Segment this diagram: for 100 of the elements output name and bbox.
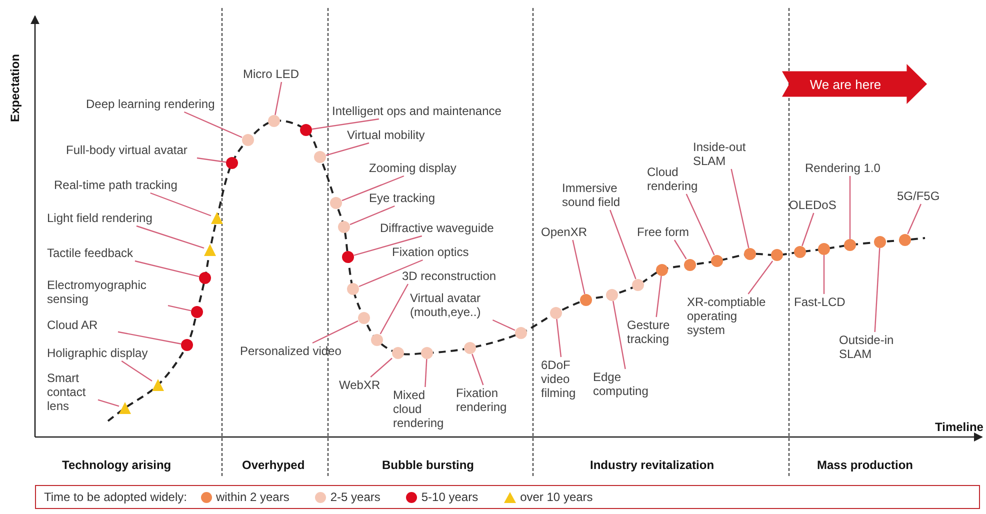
phase-label: Bubble bursting (382, 458, 474, 472)
leader-line (674, 240, 687, 260)
technology-label: 5G/F5G (897, 189, 952, 203)
leader-line (849, 176, 851, 239)
timing-dot (606, 289, 618, 301)
leader-line (802, 212, 814, 246)
technology-label: Fixation rendering (456, 386, 521, 414)
timing-dot (330, 197, 342, 209)
technology-label: Immersive sound field (562, 181, 647, 209)
leader-line (312, 320, 358, 344)
technology-label: Free form (637, 225, 702, 239)
technology-label: XR-comptiable operating system (687, 295, 777, 337)
leader-line (907, 204, 922, 234)
technology-label: 3D reconstruction (402, 269, 522, 283)
technology-label: Electromyographic sensing (47, 278, 167, 306)
timing-dot (371, 334, 383, 346)
technology-label: Virtual mobility (347, 128, 447, 142)
timing-dot (844, 239, 856, 251)
phase-label: Technology arising (62, 458, 172, 472)
leader-line (556, 318, 562, 358)
technology-label: Virtual avatar (mouth,eye..) (410, 291, 510, 319)
leader-line (686, 194, 715, 256)
technology-label: Cloud AR (47, 318, 117, 332)
phase-label: Mass production (817, 458, 914, 472)
technology-label: OpenXR (541, 225, 601, 239)
timing-dot (358, 312, 370, 324)
leader-line (823, 255, 825, 294)
technology-label: Fast-LCD (794, 295, 854, 309)
technology-label: Full-body virtual avatar (66, 143, 216, 157)
timing-dot (347, 283, 359, 295)
technology-label: Edge computing (593, 370, 663, 398)
timing-dot (874, 236, 886, 248)
timing-triangle (119, 402, 131, 414)
timing-dot (632, 279, 644, 291)
axis-title: Expectation (8, 54, 22, 122)
timing-dot (242, 134, 254, 146)
technology-label: Inside-out SLAM (693, 140, 763, 168)
leader-line (370, 358, 392, 378)
leader-line (610, 210, 636, 280)
leader-line (492, 319, 516, 331)
technology-label: Fixation optics (392, 245, 492, 259)
leader-line (274, 82, 282, 116)
technology-label: Diffractive waveguide (380, 221, 520, 235)
technology-label: Rendering 1.0 (805, 161, 895, 175)
technology-label: Tactile feedback (47, 246, 157, 260)
timing-dot (226, 157, 238, 169)
legend-label: over 10 years (520, 490, 593, 504)
technology-label: Cloud rendering (647, 165, 712, 193)
leader-line (134, 260, 200, 278)
timing-dot (656, 264, 668, 276)
leader-line (874, 248, 880, 332)
timing-dot (771, 249, 783, 261)
leader-line (380, 284, 409, 334)
leader-line (150, 192, 212, 216)
leader-line (354, 235, 422, 256)
leader-line (196, 157, 226, 163)
we-are-here-banner: We are here (782, 64, 927, 104)
leader-line (730, 168, 750, 248)
technology-label: Mixed cloud rendering (393, 388, 455, 430)
technology-label: Personalized video (240, 344, 352, 358)
leader-line (358, 259, 423, 288)
technology-label: Micro LED (243, 67, 323, 81)
leader-line (121, 360, 152, 382)
timing-dot (268, 115, 280, 127)
leader-line (98, 399, 120, 407)
technology-label: Intelligent ops and maintenance (332, 104, 532, 118)
technology-label: Deep learning rendering (86, 97, 246, 111)
timing-dot (899, 234, 911, 246)
timing-dot (181, 339, 193, 351)
leader-line (572, 240, 586, 294)
leader-line (350, 205, 395, 226)
technology-label: Zooming display (369, 161, 479, 175)
leader-line (312, 118, 380, 130)
leader-line (168, 304, 192, 312)
axis-title: Timeline (935, 420, 984, 434)
leader-line (656, 276, 662, 318)
technology-label: Smart contact lens (47, 371, 97, 413)
legend-label: 2-5 years (330, 490, 380, 504)
technology-label: OLEDoS (789, 198, 844, 212)
timing-dot (684, 259, 696, 271)
timing-triangle (152, 379, 164, 391)
technology-label: WebXR (339, 378, 384, 392)
timing-dot (314, 151, 326, 163)
leader-line (326, 142, 370, 156)
timing-dot (342, 251, 354, 263)
timing-dot (580, 294, 592, 306)
timing-dot (818, 243, 830, 255)
timing-dot (711, 255, 723, 267)
phase-label: Overhyped (242, 458, 305, 472)
technology-label: Holigraphic display (47, 346, 172, 360)
phase-label: Industry revitalization (590, 458, 714, 472)
leader-line (136, 225, 204, 249)
leader-line (612, 300, 626, 370)
timing-dot (338, 221, 350, 233)
technology-label: 6DoF video filming (541, 358, 586, 400)
timing-dot (199, 272, 211, 284)
technology-label: Eye tracking (369, 191, 459, 205)
timing-dot (464, 342, 476, 354)
timing-dot (550, 307, 562, 319)
timing-dot (794, 246, 806, 258)
